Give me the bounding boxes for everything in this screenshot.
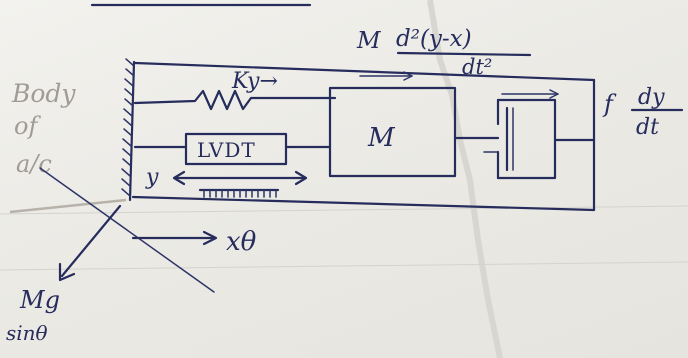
mg-component-arrow	[62, 206, 120, 276]
ruled-line	[0, 262, 688, 270]
body-label-line2: of	[14, 112, 41, 140]
x-theta-label: xθ	[226, 227, 257, 257]
spring-label: Ky→	[231, 69, 278, 94]
case-top	[135, 63, 594, 80]
damper	[484, 100, 594, 178]
inertia-denominator: dt²	[462, 55, 492, 79]
y-label: y	[145, 165, 159, 190]
pencil-force-line	[10, 200, 126, 212]
fixed-wall	[122, 59, 134, 200]
case-bottom	[133, 197, 594, 210]
incline-line	[40, 168, 214, 292]
damping-numerator: dy	[638, 85, 665, 110]
damping-coef: f	[602, 90, 617, 118]
mg-label: Mg	[19, 286, 60, 314]
damping-denominator: dt	[636, 115, 659, 140]
inertia-coef: M	[356, 28, 382, 54]
body-label-line1: Body	[11, 79, 76, 108]
mass-label: M	[367, 123, 396, 153]
damping-force-expression: f dy dt	[602, 85, 682, 140]
body-label-line3: a/c	[16, 150, 52, 178]
lvdt-scale	[200, 190, 278, 197]
sin-theta-label: sinθ	[6, 321, 48, 345]
lvdt-label: LVDT	[197, 138, 256, 162]
inertia-numerator: d²(y-x)	[396, 26, 472, 52]
mg-arrowhead	[60, 264, 74, 280]
